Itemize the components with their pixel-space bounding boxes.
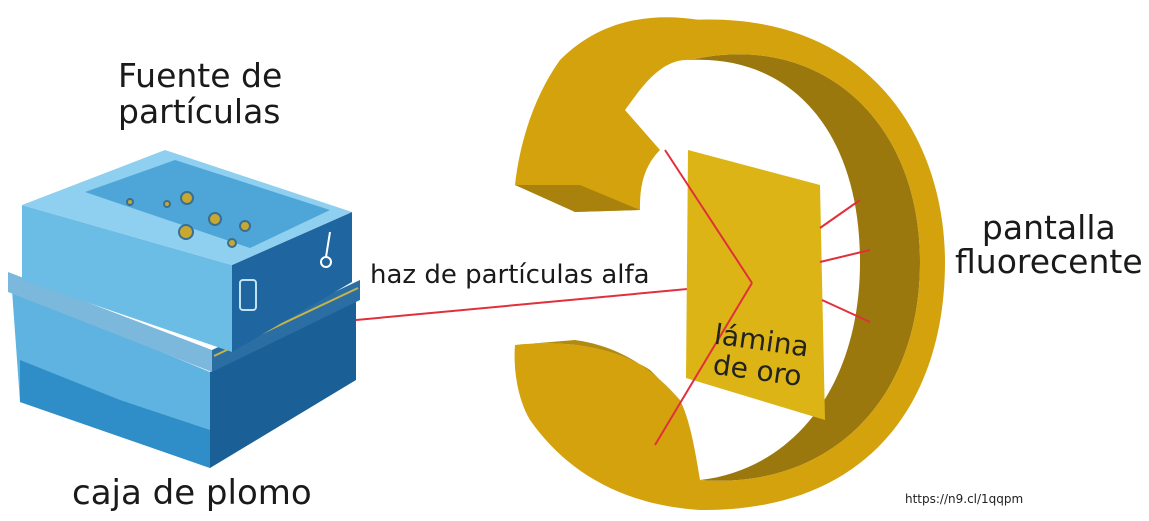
- ring-upper-cut: [515, 185, 640, 212]
- alpha-beam-line: [355, 282, 753, 321]
- alpha-beam-label: haz de partículas alfa: [370, 260, 650, 290]
- lead-box-ledge-side: [212, 280, 360, 372]
- screen-line-2: fluorecente: [955, 242, 1143, 281]
- source-url-text: https://n9.cl/1qqpm: [905, 492, 1024, 506]
- fluorescent-screen-label: pantalla fluorecente: [955, 211, 1143, 279]
- lead-box-label: caja de plomo: [72, 473, 312, 513]
- fluorescent-screen-ring: [514, 17, 945, 511]
- lead-box-front-lower-shade: [20, 360, 210, 468]
- ring-upper-arc: [515, 17, 700, 212]
- lead-box-side-lower: [210, 300, 356, 468]
- ring-inner-wall: [690, 54, 920, 481]
- particle-source-line-1: Fuente de: [118, 56, 283, 95]
- lead-box-lid-inset: [85, 160, 330, 248]
- particle-source-line-2: partículas: [118, 92, 281, 131]
- lead-box: [8, 150, 360, 468]
- latch-icon: [239, 279, 257, 311]
- screen-line-1: pantalla: [981, 208, 1116, 247]
- lead-box-ledge-front: [8, 272, 212, 372]
- scattered-rays: [654, 149, 871, 446]
- lead-box-lid-side: [232, 212, 352, 352]
- particle-source-label: Fuente de partículas: [118, 58, 282, 130]
- gold-foil-label: lámina de oro: [708, 318, 811, 393]
- ring-lower-arc: [514, 343, 700, 510]
- gold-foil: [686, 150, 825, 420]
- lid-studs: [126, 191, 251, 248]
- lead-box-lid-front: [22, 205, 232, 352]
- hook-wire: [325, 231, 331, 258]
